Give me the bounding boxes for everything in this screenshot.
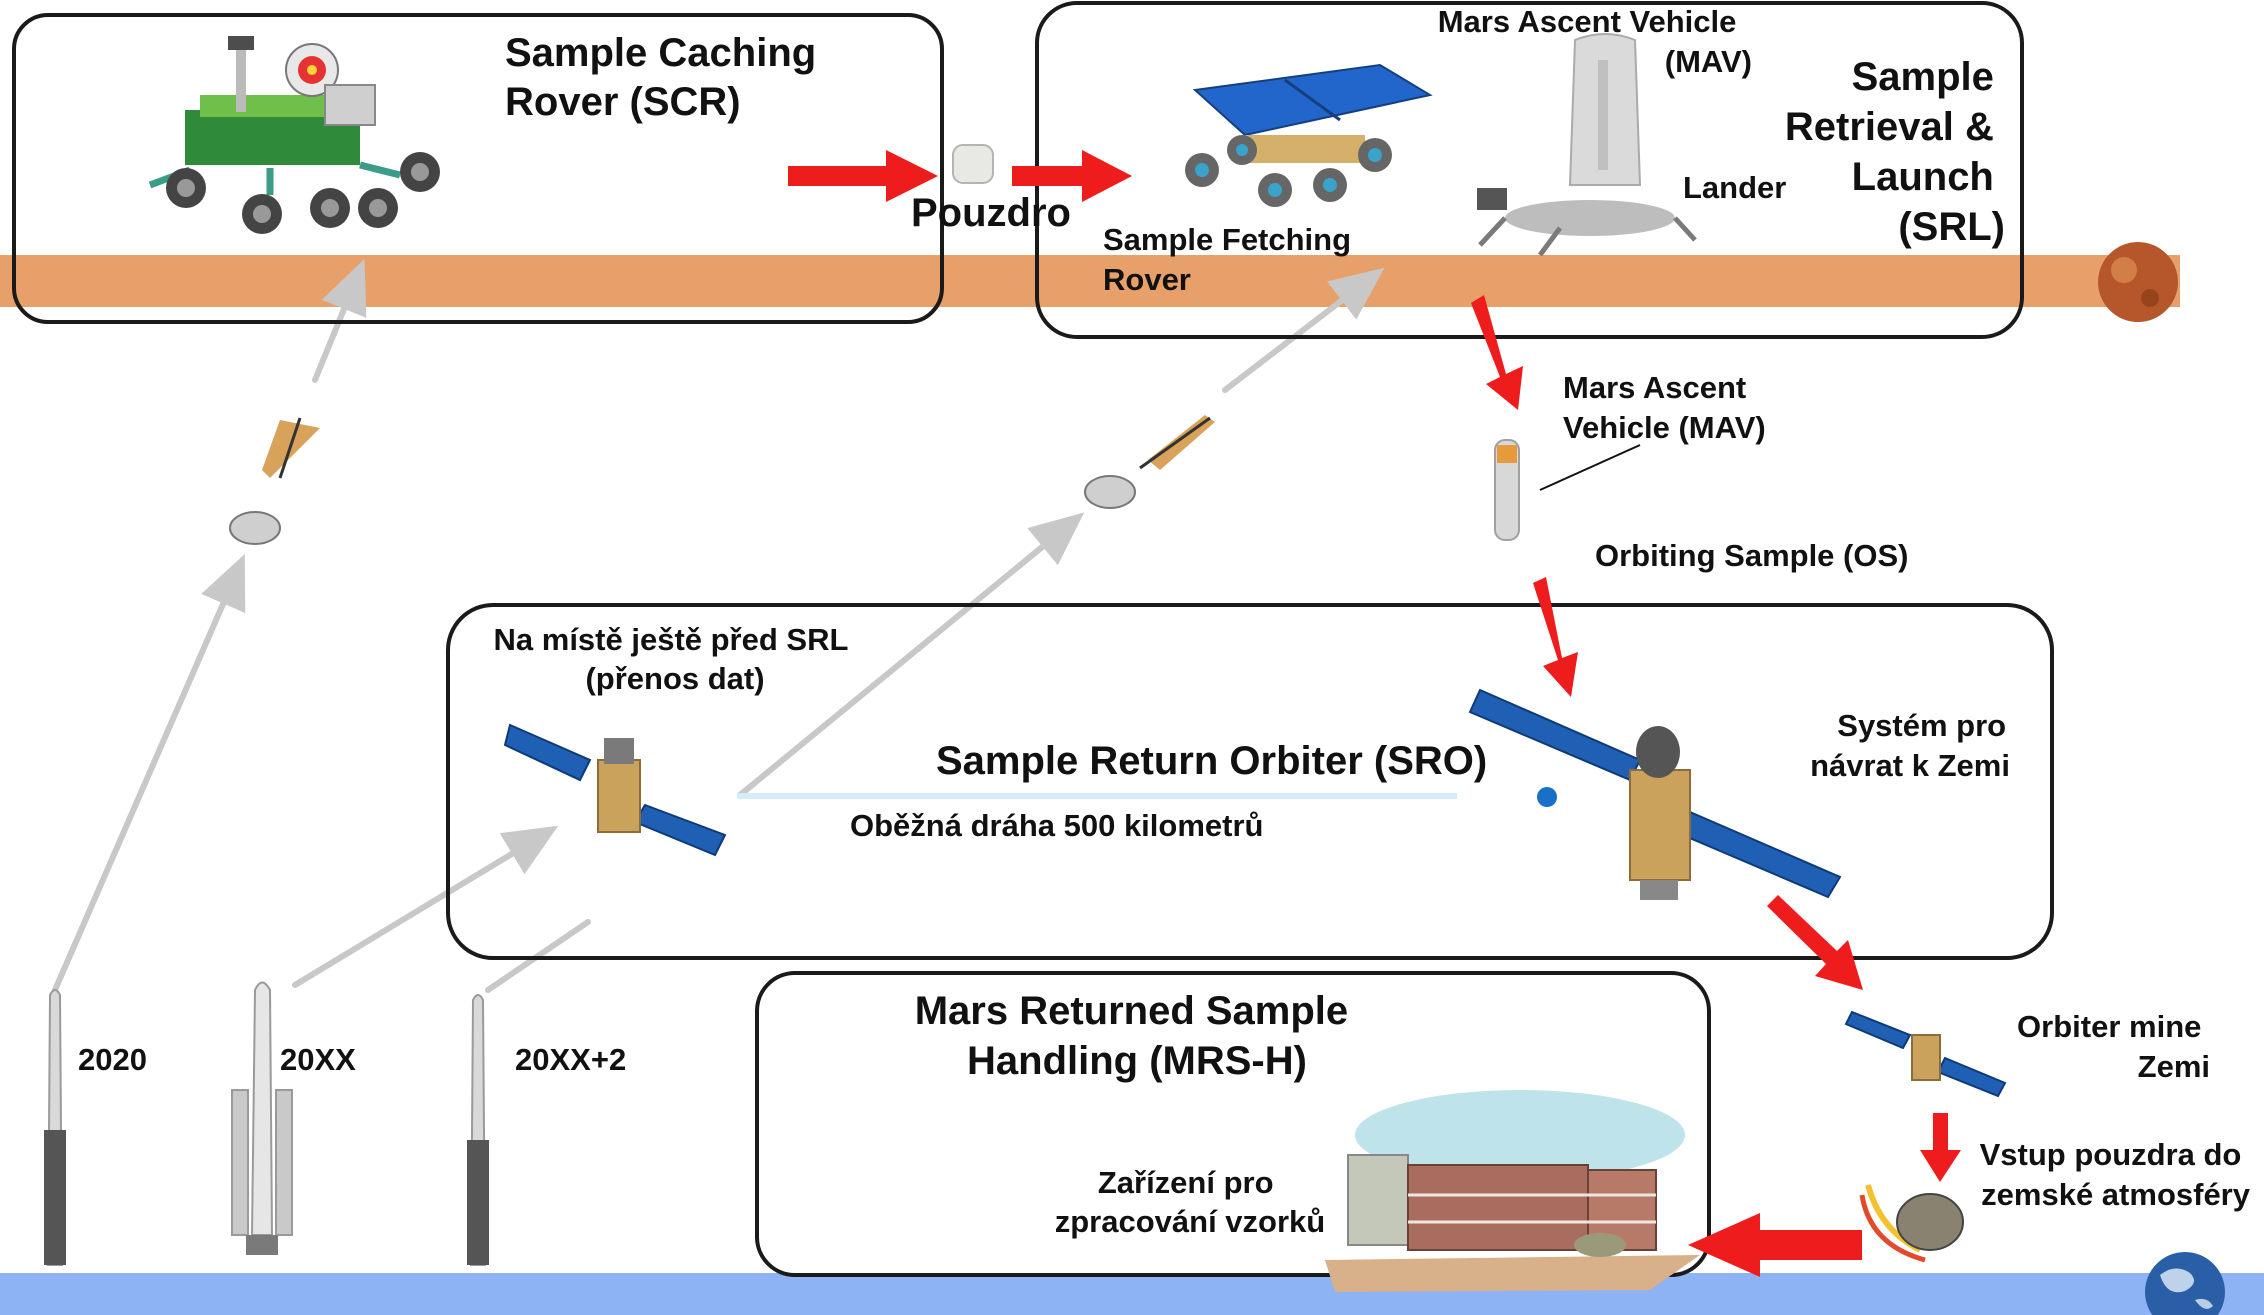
mrsh-title: Mars Returned Sample Handling (MRS-H)	[915, 989, 1360, 1083]
sro-title: Sample Return Orbiter (SRO)	[936, 739, 1487, 783]
orbit-line	[737, 793, 1457, 799]
srl-title: Sample Retrieval & Launch (SRL)	[1785, 55, 2005, 249]
orbiting-sample-label: Orbiting Sample (OS)	[1595, 538, 1908, 573]
zarizeni-label: Zařízení pro zpracování vzorků	[1055, 1165, 1325, 1239]
fetch-rover-icon	[1185, 63, 1433, 207]
capsule-icon	[952, 144, 994, 184]
mrsh-box	[755, 971, 1711, 1277]
mav-mid-label: Mars Ascent Vehicle (MAV)	[1563, 370, 1766, 445]
orbiter-earth-icon	[1844, 1010, 2007, 1098]
earth-planet-icon	[2145, 1252, 2225, 1315]
earth-surface-band	[0, 1273, 2264, 1315]
orbiter-mine-label: Orbiter mine Zemi	[2017, 1009, 2210, 1084]
rover-icon	[148, 36, 440, 234]
sample-fetching-rover-label: Sample Fetching Rover	[1103, 222, 1360, 297]
lander-icon	[1477, 188, 1697, 257]
flow-arrows	[788, 150, 1961, 1277]
scr-title: Sample Caching Rover (SCR)	[505, 31, 827, 124]
launch-label-20xx: 20XX	[280, 1042, 356, 1077]
na-miste-label: Na místě ještě před SRL (přenos dat)	[494, 622, 857, 696]
mav-rocket-icon	[1568, 33, 1642, 186]
launch-rocket-icon	[44, 989, 66, 1266]
launch-label-2020: 2020	[78, 1042, 147, 1077]
cruise-stage-right	[1084, 415, 1215, 509]
vstup-label: Vstup pouzdra do zemské atmosféry	[1980, 1137, 2251, 1212]
orbit-500-label: Oběžná dráha 500 kilometrů	[850, 808, 1263, 843]
mars-planet-icon	[2098, 242, 2178, 322]
lander-label: Lander	[1683, 170, 1786, 205]
sro-box	[446, 603, 2054, 960]
satellite-icon	[503, 723, 727, 857]
cruise-stage-left	[229, 417, 320, 545]
launch-rocket-icon-3	[467, 994, 489, 1266]
mars-surface-band	[0, 255, 2180, 307]
reentry-capsule-icon	[1859, 1184, 1964, 1263]
building-icon	[1325, 1090, 1700, 1292]
labels: Sample Caching Rover (SCR) Sample Retrie…	[78, 4, 2251, 1239]
trajectory-arrows	[52, 258, 1385, 993]
system-navrat-label: Systém pro návrat k Zemi	[1810, 708, 2015, 783]
mav-inflight-icon	[1494, 439, 1641, 541]
scr-box	[12, 13, 944, 324]
pouzdro-label: Pouzdro	[911, 191, 1071, 235]
mav-top-label: Mars Ascent Vehicle (MAV)	[1438, 4, 1752, 79]
sro-satellite-icon	[1468, 688, 1842, 900]
launch-rocket-icon-2	[231, 981, 293, 1255]
launch-label-20xx-plus-2: 20XX+2	[515, 1042, 626, 1077]
